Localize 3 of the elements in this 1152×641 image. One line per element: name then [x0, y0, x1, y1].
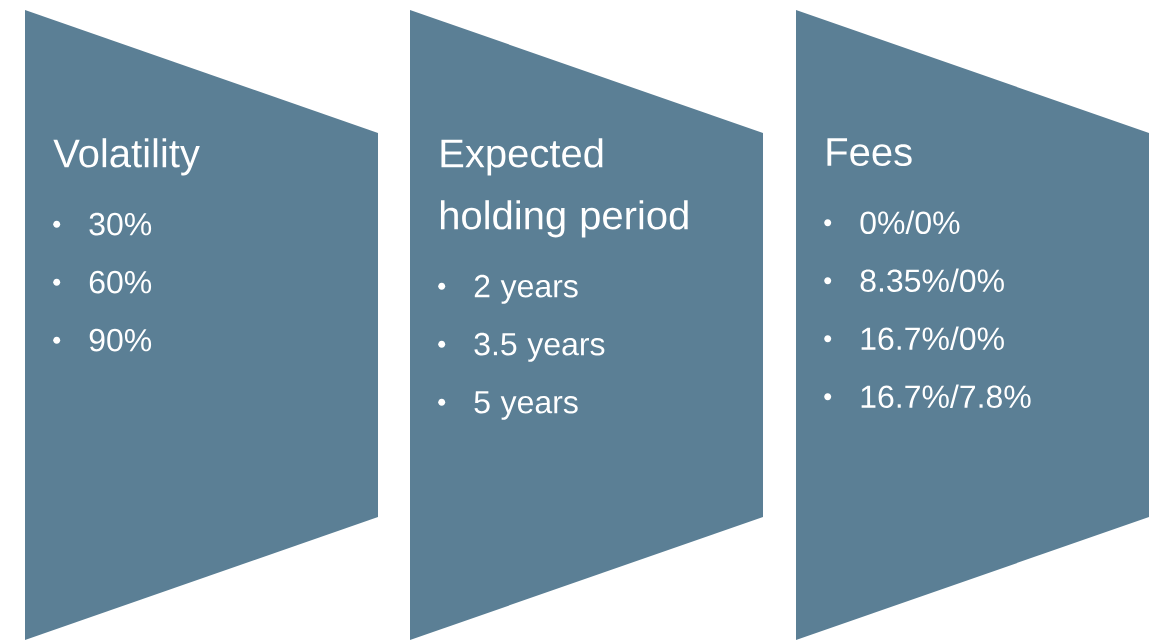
- trapezoid-band: Volatility 30% 60% 90%: [25, 10, 378, 640]
- trapezoid-band: Expected holding period 2 years 3.5 years 5 years: [410, 10, 763, 640]
- trapezoid-band: Fees 0%/0% 8.35%/0% 16.7%/0% 16.7%/7.8%: [796, 10, 1149, 640]
